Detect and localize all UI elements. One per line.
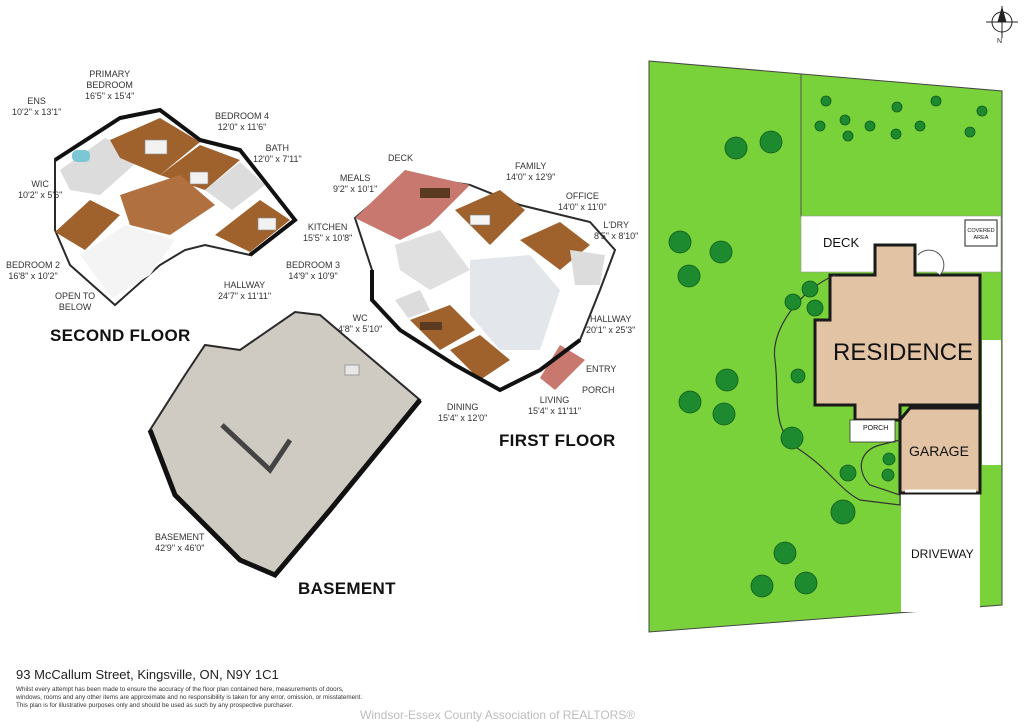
tree-icon	[780, 426, 804, 450]
tree-icon	[724, 136, 748, 160]
tree-icon	[750, 574, 774, 598]
trees	[668, 95, 988, 598]
tree-icon	[773, 541, 797, 565]
bed-icon	[144, 139, 168, 155]
tree-icon	[814, 120, 826, 132]
disclaimer: Whilst every attempt has been made to en…	[16, 686, 363, 709]
first-floor-title: FIRST FLOOR	[499, 431, 616, 450]
tree-icon	[678, 390, 702, 414]
wc-floor	[395, 290, 430, 318]
tree-icon	[668, 230, 692, 254]
appliance-icon	[344, 364, 360, 376]
bath-floor	[205, 162, 265, 210]
tree-icon	[890, 128, 902, 140]
tree-icon	[881, 468, 895, 482]
tree-icon	[891, 101, 903, 113]
site-label-residence: RESIDENCE	[833, 339, 974, 366]
tree-icon	[842, 130, 854, 142]
deck-table-icon	[420, 188, 450, 198]
north-arrow-icon	[986, 6, 1018, 38]
first-floor-model	[353, 170, 617, 393]
room-label-porch: PORCH	[582, 385, 615, 395]
dining-table-icon	[420, 322, 442, 330]
tree-icon	[790, 368, 806, 384]
porch-area	[540, 345, 585, 390]
kitchen-floor	[395, 230, 470, 290]
tree-icon	[839, 464, 857, 482]
tree-icon	[794, 571, 818, 595]
bed-icon	[189, 171, 209, 185]
tree-icon	[976, 105, 988, 117]
garage-footprint	[898, 406, 982, 495]
dining-floor	[410, 305, 475, 350]
tree-icon	[930, 95, 942, 107]
sofa-icon	[469, 214, 491, 226]
covered-area	[964, 219, 998, 247]
site-label-porch: PORCH	[863, 425, 889, 432]
room-label-deck: DECK	[388, 153, 414, 163]
tree-icon	[712, 402, 736, 426]
site-label-garage: GARAGE	[909, 443, 969, 459]
tree-icon	[709, 240, 733, 264]
room-label-entry: ENTRY	[586, 364, 617, 374]
driveway-slab	[901, 490, 980, 612]
north-label: N	[997, 38, 1003, 45]
second-floor-title: SECOND FLOOR	[50, 326, 191, 345]
tree-icon	[715, 368, 739, 392]
tree-icon	[759, 130, 783, 154]
basement-title: BASEMENT	[298, 579, 396, 598]
tree-icon	[964, 126, 976, 138]
tree-icon	[820, 95, 832, 107]
site-label-driveway: DRIVEWAY	[911, 547, 974, 561]
watermark: Windsor-Essex County Association of REAL…	[360, 708, 636, 722]
tree-icon	[806, 299, 824, 317]
tree-icon	[830, 499, 856, 525]
second-floor-model	[53, 107, 298, 307]
tree-icon	[864, 120, 876, 132]
living-floor	[450, 335, 510, 380]
bathtub-icon	[72, 150, 90, 162]
site-label-deck: DECK	[823, 235, 860, 250]
hallway-2-floor	[120, 175, 215, 235]
basement-model	[147, 310, 422, 579]
deck-area	[355, 170, 470, 240]
laundry-floor	[570, 250, 605, 285]
side-walk	[982, 340, 1001, 465]
tree-icon	[882, 452, 896, 466]
tree-icon	[914, 120, 926, 132]
open-to-below	[80, 225, 175, 298]
tree-icon	[677, 264, 701, 288]
porch-steps	[849, 419, 896, 443]
bed-icon	[257, 217, 277, 231]
hallway-1-floor	[470, 255, 560, 350]
site-plan	[648, 60, 1003, 633]
tree-icon	[801, 280, 819, 298]
property-address: 93 McCallum Street, Kingsville, ON, N9Y …	[16, 667, 279, 682]
tree-icon	[784, 293, 802, 311]
bedroom-2-floor	[55, 200, 120, 250]
bedroom-3-floor	[215, 200, 290, 252]
tree-icon	[839, 114, 851, 126]
